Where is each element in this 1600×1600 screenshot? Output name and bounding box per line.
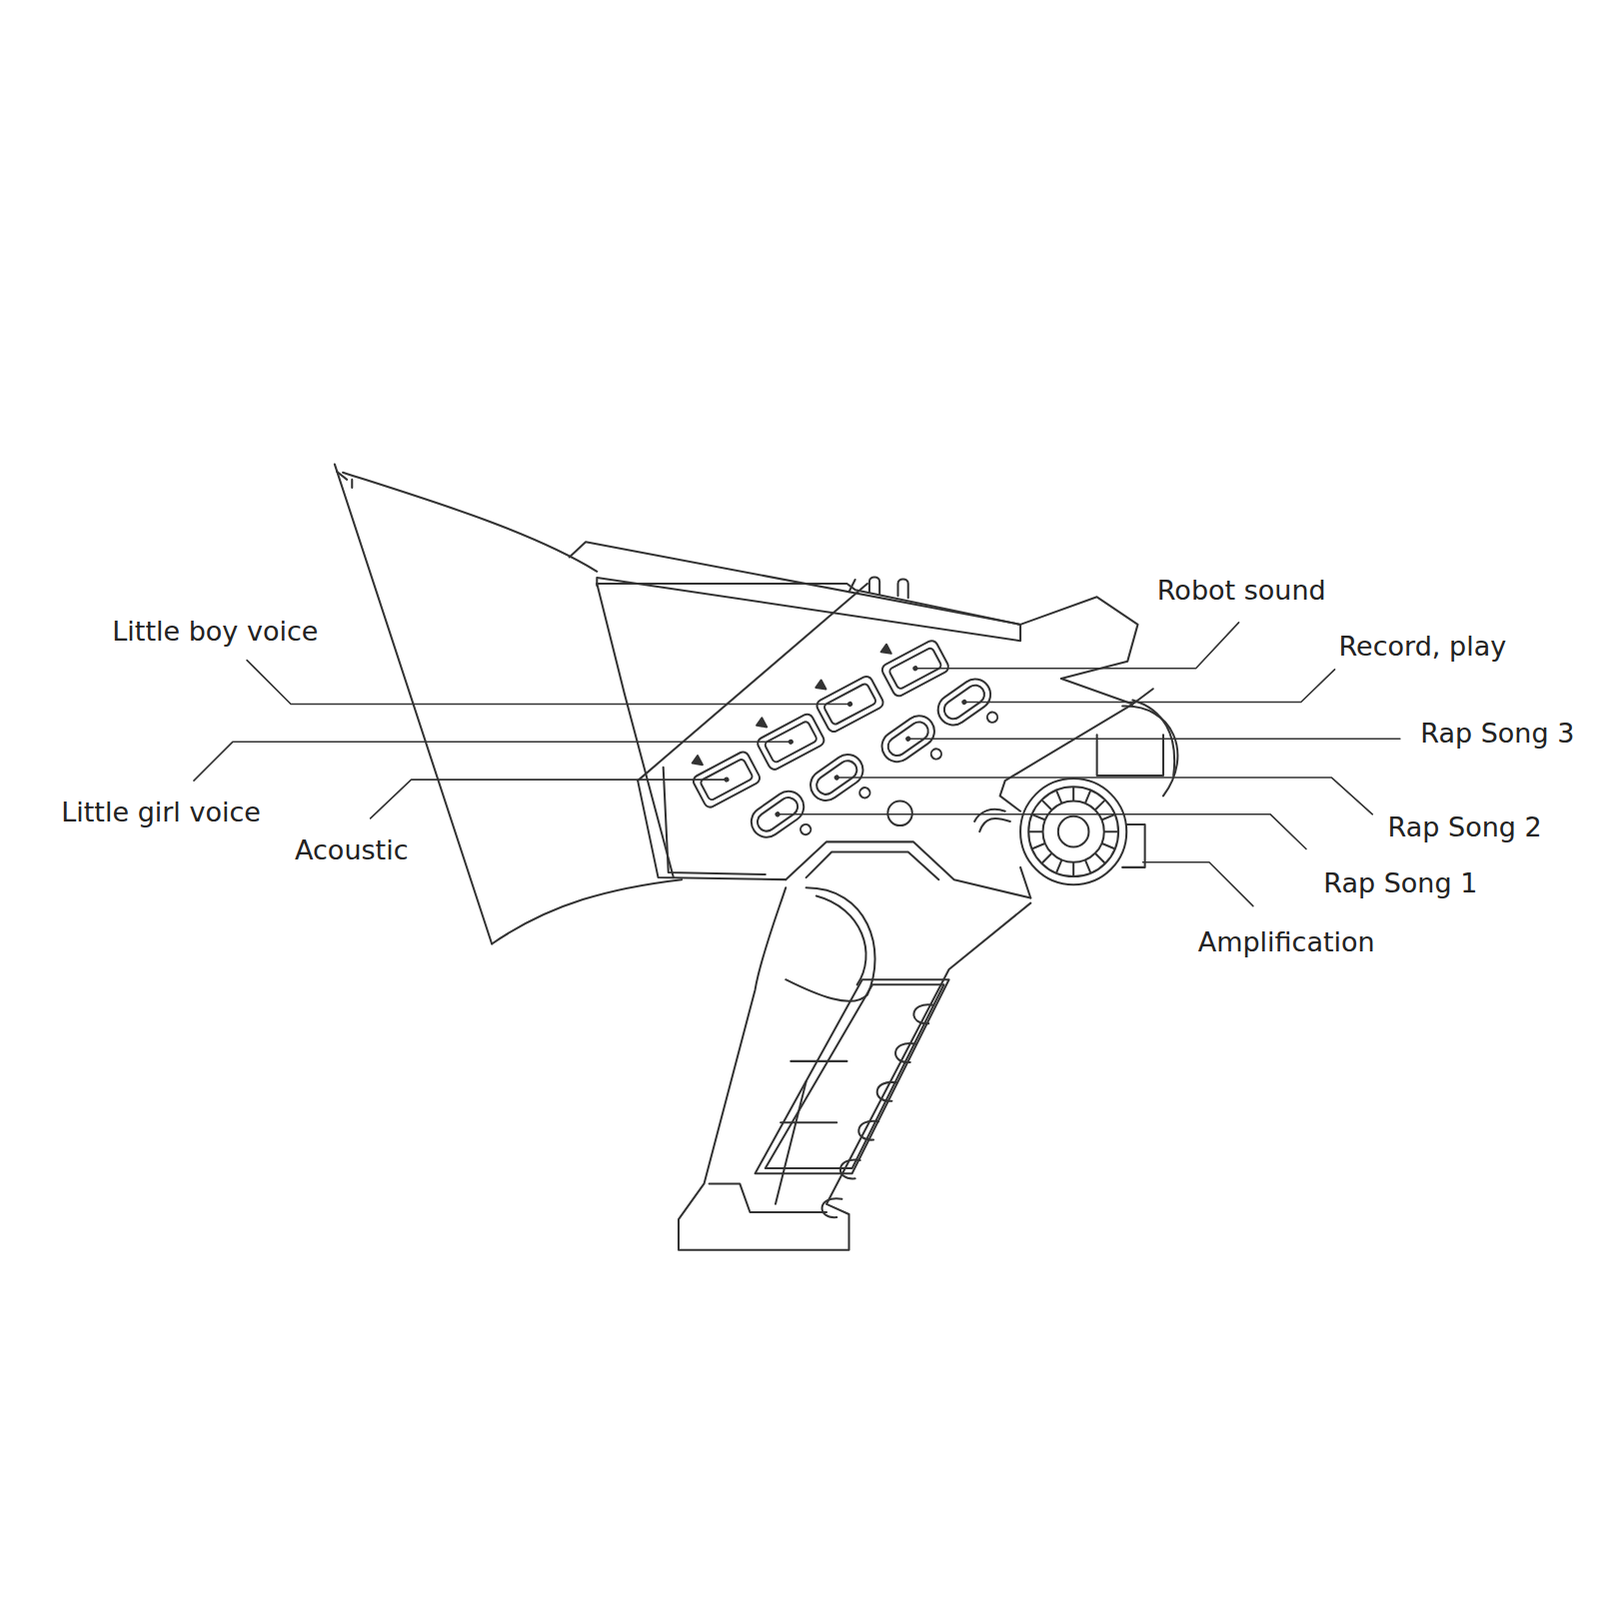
callout-label: Rap Song 2 <box>1386 811 1545 844</box>
song-button <box>932 673 1008 747</box>
song-button <box>876 709 952 783</box>
callout-label: Amplification <box>1196 926 1378 959</box>
voice-button <box>747 696 827 772</box>
callout-label: Rap Song 3 <box>1418 717 1577 750</box>
leader-lines <box>193 622 1401 907</box>
callout-label: Robot sound <box>1155 574 1329 607</box>
volume-wheel <box>1020 778 1146 885</box>
grip-ridges <box>822 1004 935 1218</box>
callout-label: Little boy voice <box>109 615 320 648</box>
callout-label: Little girl voice <box>58 796 263 829</box>
voice-button <box>806 658 886 734</box>
song-button <box>804 748 880 822</box>
callout-label: Record, play <box>1337 630 1510 663</box>
voice-button <box>872 623 952 699</box>
trigger-and-grip <box>678 841 1031 1250</box>
voice-button <box>683 734 763 810</box>
body <box>569 541 1179 898</box>
buttons <box>683 623 1011 859</box>
callout-label: Rap Song 1 <box>1321 867 1480 900</box>
callout-label: Acoustic <box>292 834 410 867</box>
song-button <box>745 785 821 859</box>
